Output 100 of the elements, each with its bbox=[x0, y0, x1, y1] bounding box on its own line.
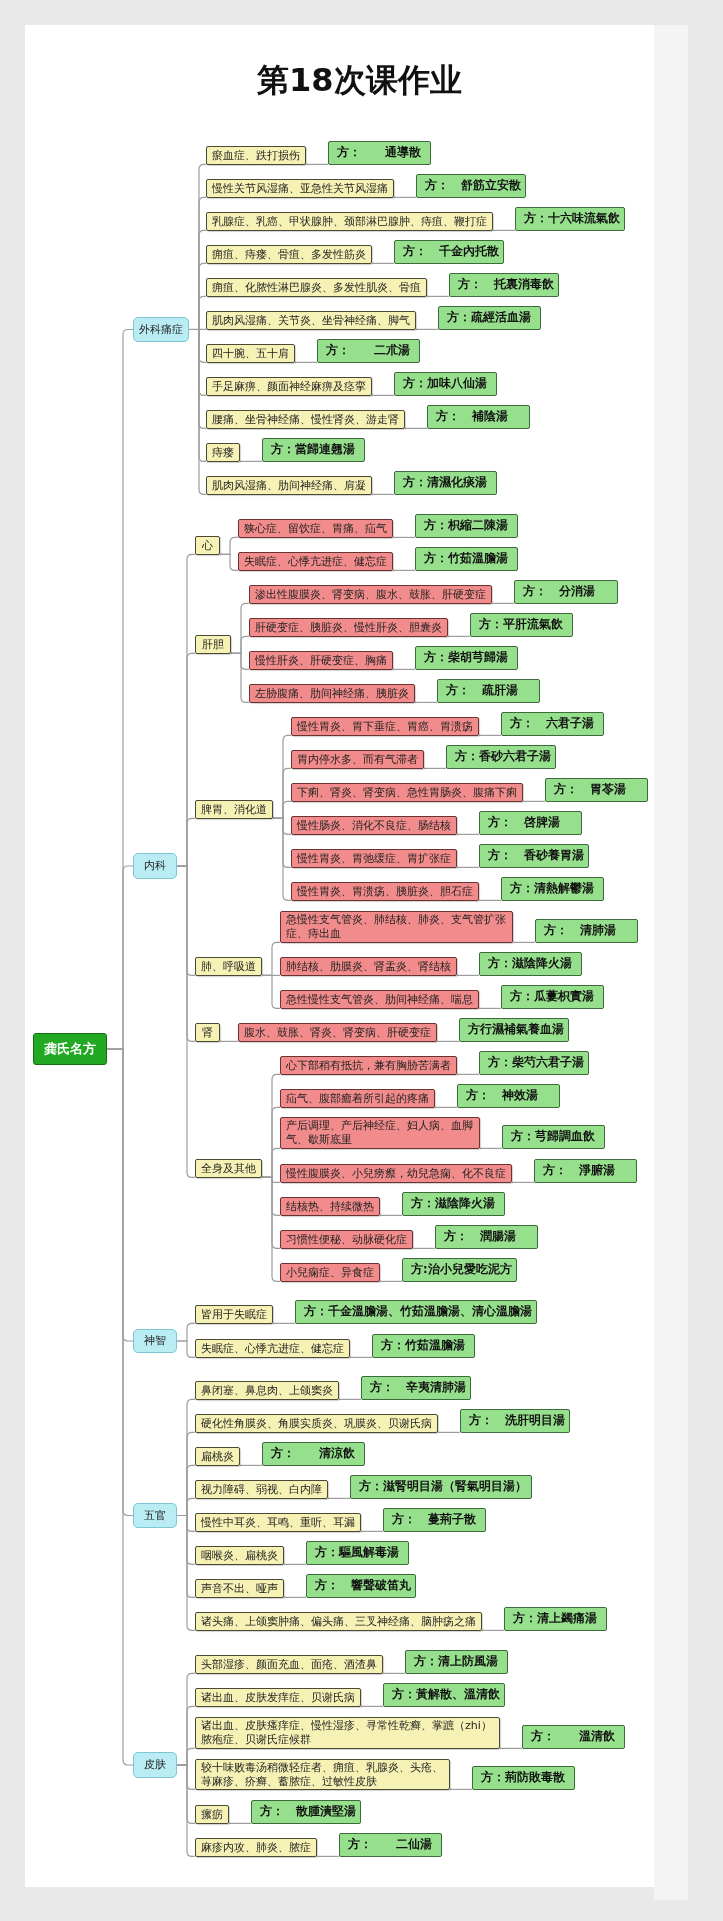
formula-box: 方： 神效湯 bbox=[457, 1084, 560, 1108]
formula-box: 方： 托裏消毒飲 bbox=[449, 273, 559, 297]
connector-line bbox=[426, 295, 450, 297]
formula-box: 方： 胃苓湯 bbox=[545, 778, 648, 802]
connector-line bbox=[176, 1340, 196, 1358]
connector-line bbox=[393, 196, 417, 198]
formula-box: 方： 散腫潰堅湯 bbox=[251, 1800, 361, 1824]
symptom-box: 皆用于失眠症 bbox=[195, 1305, 273, 1324]
connector-line bbox=[492, 229, 516, 231]
symptom-box: 左胁腹痛、肋间神经痛、胰脏炎 bbox=[249, 684, 415, 703]
formula-box: 方：疏經活血湯 bbox=[438, 306, 541, 330]
connector-line bbox=[294, 361, 318, 363]
connector-line bbox=[414, 701, 438, 703]
connector-line bbox=[449, 1788, 473, 1790]
formula-box: 方： 溫清飲 bbox=[522, 1725, 625, 1749]
formula-box: 方：黃解散、溫清飲 bbox=[383, 1683, 505, 1707]
formula-box: 方：十六味流氣飲 bbox=[515, 207, 625, 231]
formula-box: 方： 洗肝明目湯 bbox=[460, 1409, 570, 1433]
connector-line bbox=[382, 1672, 406, 1674]
symptom-box: 结核热、持续微热 bbox=[280, 1197, 380, 1216]
connector-line bbox=[392, 536, 416, 538]
subcategory-box: 肾 bbox=[195, 1023, 220, 1042]
connector-line bbox=[479, 1147, 503, 1149]
formula-box: 方：柴芍六君子湯 bbox=[479, 1051, 589, 1075]
symptom-box: 急性慢性支气管炎、肋间神经痛、喘息 bbox=[280, 990, 479, 1009]
category-box: 内科 bbox=[133, 853, 177, 879]
formula-box: 方： 二朮湯 bbox=[317, 339, 420, 363]
formula-box: 方：枳縮二陳湯 bbox=[415, 514, 518, 538]
formula-box: 方：荊防敗毒散 bbox=[472, 1766, 575, 1790]
formula-box: 方：滋陰降火湯 bbox=[479, 952, 582, 976]
formula-box: 方：當歸連翹湯 bbox=[262, 438, 365, 462]
formula-box: 方： 六君子湯 bbox=[501, 712, 604, 736]
connector-line bbox=[283, 1563, 307, 1565]
symptom-box: 习惯性便秘、动脉硬化症 bbox=[280, 1230, 413, 1249]
connector-line bbox=[478, 1007, 502, 1009]
formula-box: 方： 香砂養胃湯 bbox=[479, 844, 589, 868]
connector-line bbox=[379, 1214, 403, 1216]
formula-box: 方： 潤腸湯 bbox=[435, 1225, 538, 1249]
symptom-box: 胃内停水多、而有气滞者 bbox=[291, 750, 424, 769]
symptom-box: 鼻闭塞、鼻息肉、上颌窦炎 bbox=[195, 1381, 339, 1400]
symptom-box: 咽喉炎、扁桃炎 bbox=[195, 1546, 284, 1565]
formula-box: 方： 舒筋立安散 bbox=[416, 174, 526, 198]
connector-line bbox=[371, 262, 395, 264]
formula-box: 方： 辛夷清肺湯 bbox=[361, 1376, 471, 1400]
symptom-box: 疝气、腹部癒着所引起的疼痛 bbox=[280, 1089, 435, 1108]
formula-box: 方：滋陰降火湯 bbox=[402, 1192, 505, 1216]
connector-line bbox=[522, 800, 546, 802]
symptom-box: 视力障碍、弱视、白内障 bbox=[195, 1480, 328, 1499]
symptom-box: 急慢性支气管炎、肺结核、肺炎、支气管扩张症、痔出血 bbox=[280, 911, 513, 943]
root-topic-box: 龚氏名方 bbox=[33, 1033, 107, 1065]
formula-box: 方:治小兒愛吃泥方 bbox=[402, 1258, 517, 1282]
connector-line bbox=[379, 1280, 403, 1282]
symptom-box: 渗出性腹膜炎、肾变病、腹水、鼓胀、肝硬变症 bbox=[249, 585, 492, 604]
connector-line bbox=[261, 1176, 281, 1282]
connector-line bbox=[316, 1855, 340, 1857]
subcategory-box: 脾胃、消化道 bbox=[195, 800, 273, 819]
category-box: 皮肤 bbox=[133, 1752, 177, 1778]
connector-line bbox=[230, 652, 250, 703]
connector-line bbox=[456, 833, 480, 835]
symptom-box: 硬化性角膜炎、角膜实质炎、巩膜炎、贝谢氏病 bbox=[195, 1414, 438, 1433]
subcategory-box: 心 bbox=[195, 536, 220, 555]
connector-line bbox=[447, 635, 471, 637]
formula-box: 方：清熱解鬱湯 bbox=[501, 877, 604, 901]
connector-line bbox=[338, 1398, 362, 1400]
symptom-box: 慢性腹膜炎、小兒痨瘵，幼兒急痫、化不良症 bbox=[280, 1164, 512, 1183]
formula-box: 方：加味八仙湯 bbox=[394, 372, 497, 396]
connector-line bbox=[404, 427, 428, 429]
connector-line bbox=[283, 1596, 307, 1598]
symptom-box: 较十味败毒汤稍微轻症者、痈疽、乳腺炎、头疮、荨麻疹、疥癣、蓄脓症、过敏性皮肤 bbox=[195, 1759, 450, 1790]
connector-line bbox=[511, 1181, 535, 1183]
symptom-box: 腹水、鼓胀、肾炎、肾变病、肝硬变症 bbox=[238, 1023, 437, 1042]
formula-box: 方： 清涼飲 bbox=[262, 1442, 365, 1466]
formula-box: 方：千金溫膽湯、竹茹溫膽湯、清心溫膽湯 bbox=[295, 1300, 537, 1324]
connector-line bbox=[272, 1322, 296, 1324]
symptom-box: 痔瘘 bbox=[206, 443, 240, 462]
symptom-box: 腰痛、坐骨神经痛、慢性肾炎、游走肾 bbox=[206, 410, 405, 429]
connector-line bbox=[371, 493, 395, 495]
symptom-box: 乳腺症、乳癌、甲状腺肿、颈部淋巴腺肿、痔疽、鞭打症 bbox=[206, 212, 493, 231]
symptom-box: 下痢、肾炎、肾变病、急性胃肠炎、腹痛下痢 bbox=[291, 783, 523, 802]
connector-line bbox=[423, 767, 447, 769]
symptom-box: 慢性关节风湿痛、亚急性关节风湿痛 bbox=[206, 179, 394, 198]
connector-line bbox=[456, 1073, 480, 1075]
connector-line bbox=[228, 1822, 252, 1824]
formula-box: 方行濕補氣養血湯 bbox=[459, 1018, 569, 1042]
symptom-box: 狭心症、留饮症、胃痛、疝气 bbox=[238, 519, 393, 538]
title: 第18次课作业 bbox=[257, 60, 462, 100]
symptom-box: 慢性胃炎、胃弛缓症、胃扩张症 bbox=[291, 849, 457, 868]
symptom-box: 慢性中耳炎、耳鸣、重听、耳漏 bbox=[195, 1513, 361, 1532]
formula-box: 方：柴胡芎歸湯 bbox=[415, 646, 518, 670]
formula-box: 方：清濕化痰湯 bbox=[394, 471, 497, 495]
connector-line bbox=[219, 1040, 239, 1042]
formula-box: 方： 疏肝湯 bbox=[437, 679, 540, 703]
subcategory-box: 全身及其他 bbox=[195, 1159, 262, 1178]
formula-box: 方：清上蠲痛湯 bbox=[504, 1607, 607, 1631]
symptom-box: 慢性肝炎、肝硬变症、胸痛 bbox=[249, 651, 393, 670]
connector-line bbox=[360, 1530, 384, 1532]
category-box: 外科痛症 bbox=[133, 317, 189, 342]
connector-line bbox=[176, 1764, 196, 1857]
connector-line bbox=[219, 553, 239, 571]
symptom-box: 失眠症、心悸亢进症、健忘症 bbox=[238, 552, 393, 571]
